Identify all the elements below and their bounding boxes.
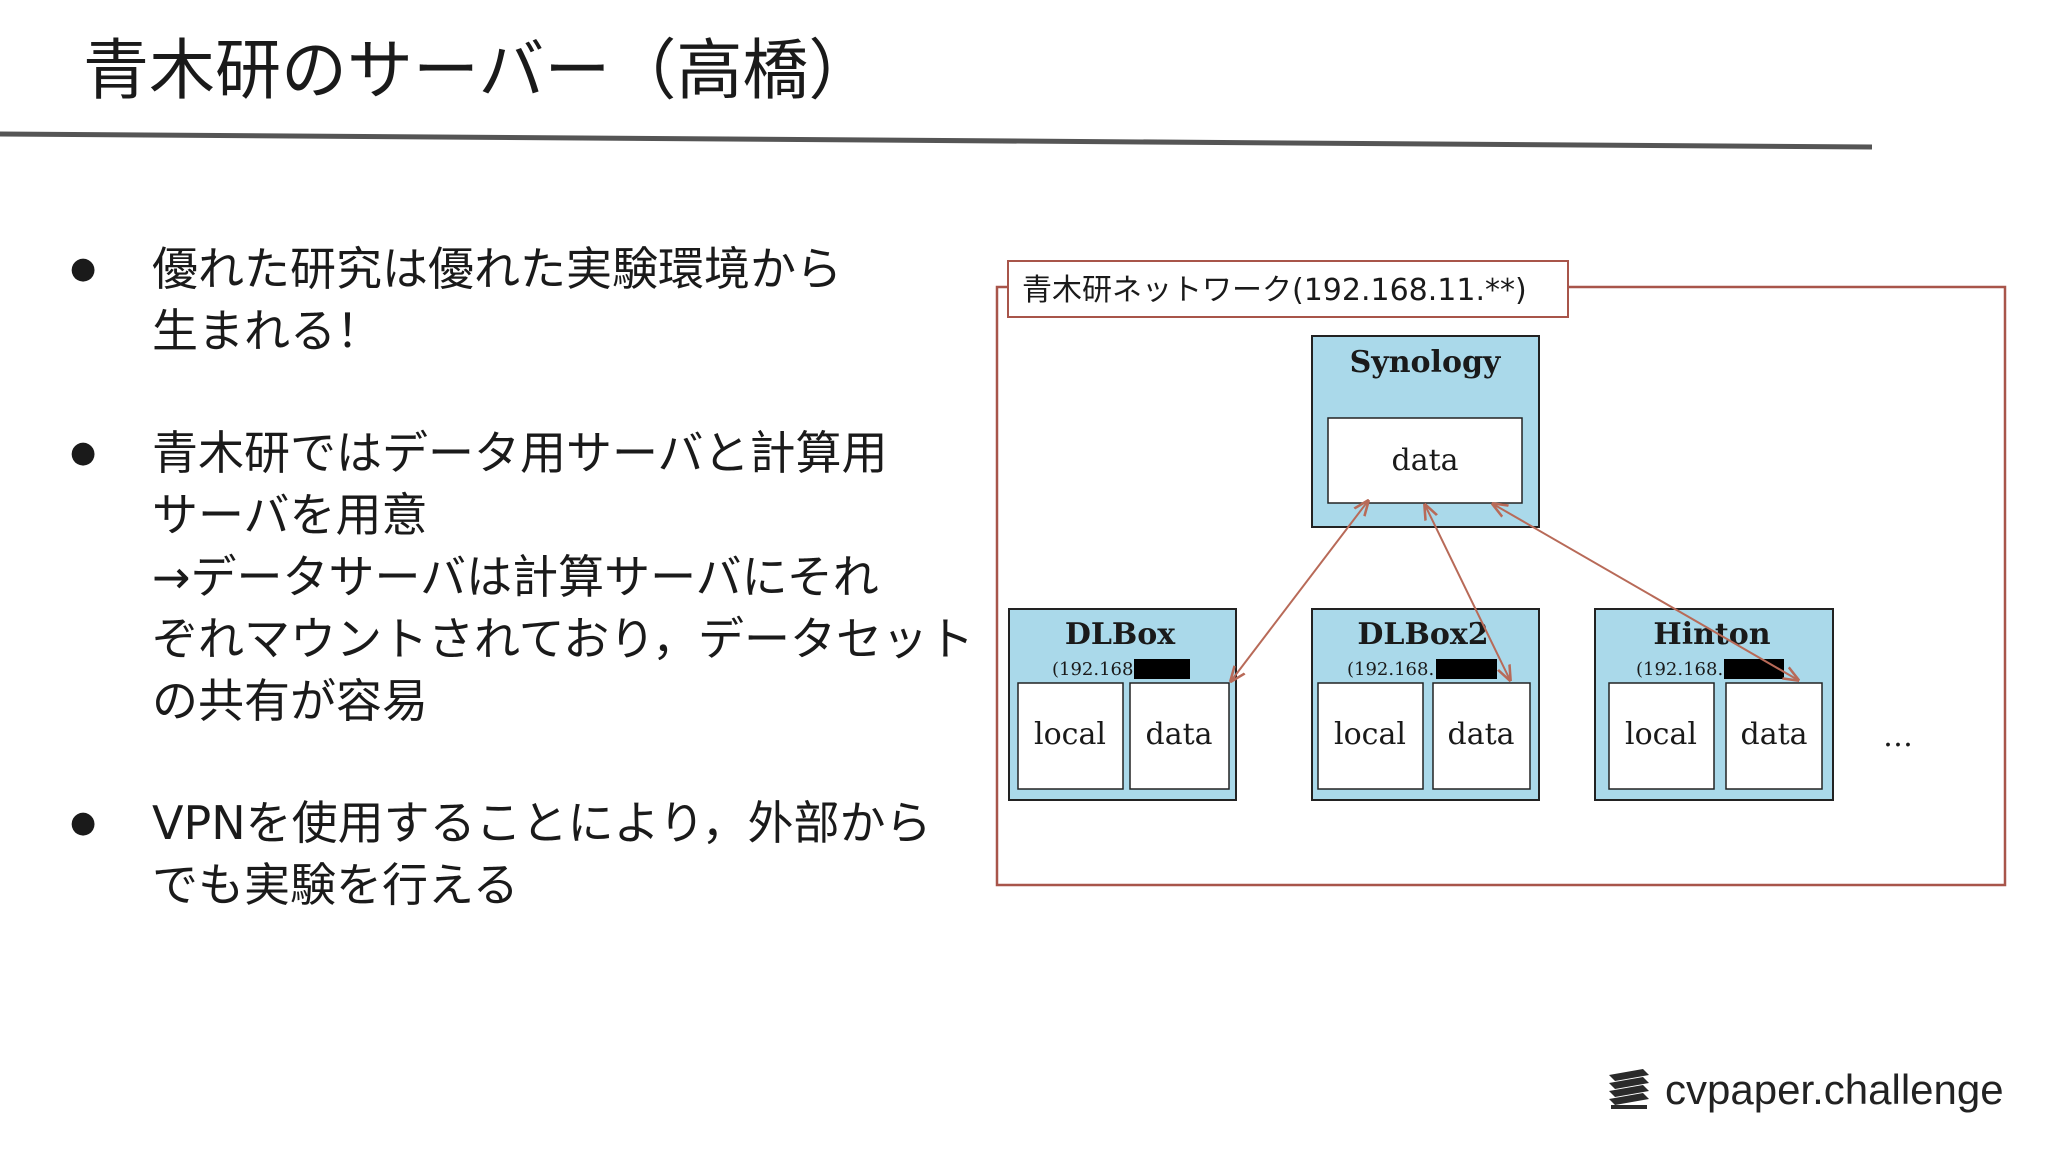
local-volume — [1608, 682, 1715, 790]
data-volume — [1129, 682, 1230, 790]
local-volume — [1017, 682, 1124, 790]
mount-arrow-hinton — [1493, 504, 1798, 680]
bullet-list: ● 優れた研究は優れた実験環境から 生まれる！ ● 青木研ではデータ用サーバと計… — [70, 238, 975, 916]
stack-icon — [1609, 1069, 1649, 1109]
synology-name: Synology — [1350, 345, 1502, 380]
mount-arrow-dlbox — [1231, 501, 1368, 681]
bullet-text-line: の共有が容易 — [152, 674, 428, 728]
bullet-text-line: →データサーバは計算サーバにそれ — [152, 550, 879, 604]
server-name: DLBox2 — [1357, 617, 1488, 652]
data-volume — [1725, 682, 1823, 790]
server-name: DLBox — [1065, 617, 1176, 652]
server-ip: (192.168. — [1636, 659, 1723, 680]
footer-logo: cvpaper.challenge — [1605, 1060, 2004, 1120]
server-node-hinton: Hinton (192.168. local data — [1594, 608, 1834, 801]
bullet-text-line: サーバを用意 — [152, 488, 428, 542]
local-volume-label: local — [1034, 717, 1106, 752]
bullet-text-line: 生まれる！ — [152, 304, 382, 358]
bullet-text-line: でも実験を行える — [152, 858, 519, 912]
server-ip: (192.168. — [1052, 659, 1139, 680]
title-underline — [0, 131, 1873, 150]
server-name: Hinton — [1653, 617, 1770, 652]
server-ip: (192.168. — [1347, 659, 1434, 680]
data-volume-label: data — [1740, 717, 1807, 752]
bullet-marker: ● — [70, 435, 97, 470]
ip-redaction — [1134, 659, 1190, 679]
ip-redaction — [1436, 659, 1497, 679]
network-label: 青木研ネットワーク(192.168.11.**) — [1022, 273, 1527, 308]
local-volume-label: local — [1625, 717, 1697, 752]
bullet-marker: ● — [70, 805, 97, 840]
bullet-item: ● VPNを使用することにより，外部から でも実験を行える — [70, 792, 970, 916]
bullet-marker: ● — [70, 251, 97, 286]
bullet-text-line: 優れた研究は優れた実験環境から — [152, 242, 842, 296]
bullet-text-line: ぞれマウントされており，データセット — [152, 612, 975, 666]
bullet-text-line: 青木研ではデータ用サーバと計算用 — [152, 426, 888, 480]
synology-node: Synology data — [1311, 335, 1540, 528]
synology-data-volume — [1327, 417, 1523, 504]
bullet-text-line: VPNを使用することにより，外部から — [152, 796, 932, 850]
ip-redaction — [1724, 659, 1784, 679]
bullet-item: ● 青木研ではデータ用サーバと計算用 サーバを用意 →データサーバは計算サーバに… — [70, 422, 975, 732]
network-diagram: 青木研ネットワーク(192.168.11.**) Synology data D… — [995, 260, 2007, 887]
more-servers-ellipsis: … — [1883, 719, 1913, 754]
server-node-dlbox: DLBox (192.168. local data — [1008, 608, 1237, 801]
data-volume-label: data — [1145, 717, 1212, 752]
data-volume-label: data — [1447, 717, 1514, 752]
synology-data-label: data — [1391, 443, 1458, 478]
slide-title: 青木研のサーバー（高橋） — [83, 32, 875, 109]
server-node-dlbox2: DLBox2 (192.168. local data — [1311, 608, 1540, 801]
local-volume-label: local — [1334, 717, 1406, 752]
bullet-item: ● 優れた研究は優れた実験環境から 生まれる！ — [70, 238, 970, 362]
logo-text: cvpaper.challenge — [1665, 1066, 2004, 1113]
network-label-box — [1007, 260, 1569, 318]
